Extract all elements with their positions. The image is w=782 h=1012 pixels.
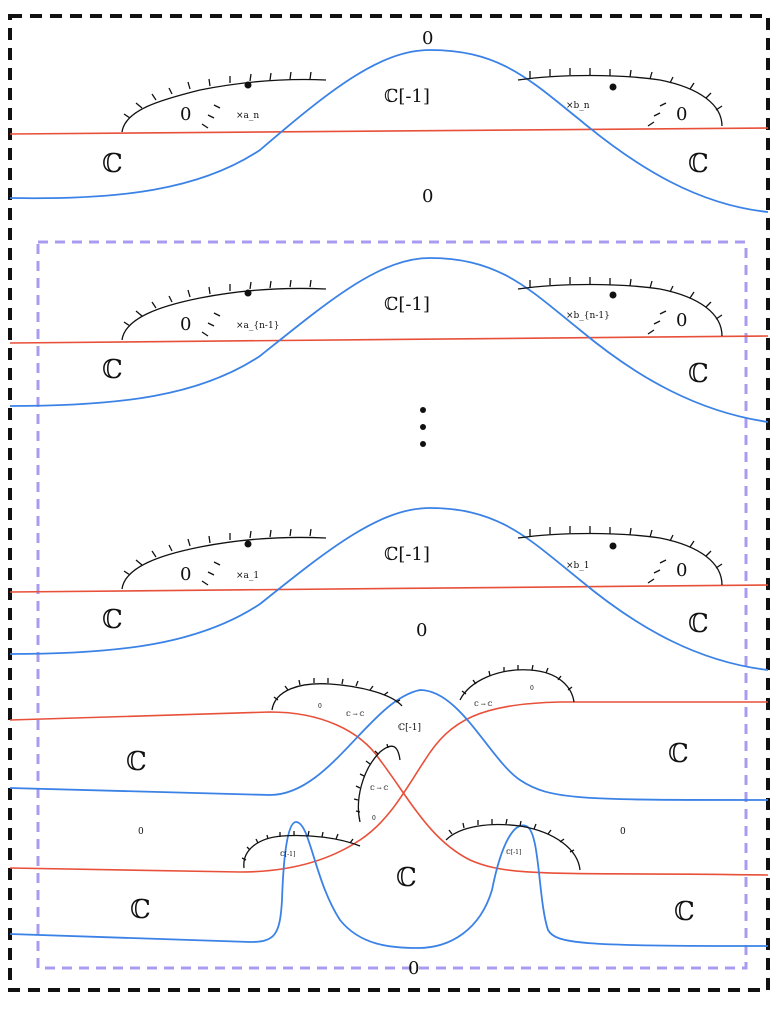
blob-bottom-upper-left-hairs — [273, 678, 401, 703]
panel-third: ℂ ℂ ℂ[-1] 0 0 0 ×a_1 ×b_1 — [9, 507, 769, 671]
left-blob-hairs-top — [123, 71, 312, 129]
zero-top-left-blob: 0 — [180, 104, 191, 125]
zero-bottom-blob-center: 0 — [372, 815, 376, 822]
map-label-top-left: ×a_n — [236, 111, 259, 121]
label-Cshift-bottom-left: ℂ[-1] — [280, 851, 295, 858]
label-C-bottom-lower-left: ℂ — [130, 895, 151, 925]
label-Cshift-top: ℂ[-1] — [384, 86, 430, 107]
blue-curve-third — [9, 507, 769, 671]
panel-top: ℂ ℂ ℂ[-1] 0 0 0 0 ×a_n ×b_n — [9, 28, 769, 213]
left-blob-top — [121, 78, 327, 133]
label-C-bottom-upper-right: ℂ — [668, 739, 689, 769]
left-blob-third — [121, 536, 327, 590]
zero-bottom-left: 0 — [138, 827, 144, 837]
dot-top-left — [244, 81, 252, 89]
right-blob-top — [517, 74, 723, 127]
label-C-bottom-center: ℂ — [396, 863, 417, 893]
blob-bottom-center-hairs — [353, 743, 389, 813]
red-curve-bottom-b — [9, 701, 768, 873]
map-label-top-right: ×b_n — [566, 101, 590, 111]
label-Cshift-third: ℂ[-1] — [384, 544, 430, 565]
red-curve-top — [9, 127, 769, 135]
right-blob-hairs-second — [529, 277, 723, 335]
blob-bottom-upper-right — [459, 669, 575, 703]
right-blob-third — [517, 532, 723, 586]
label-Cshift-second: ℂ[-1] — [384, 294, 430, 315]
left-blob-second — [121, 287, 327, 341]
zero-bottom-center: 0 — [408, 958, 419, 979]
map-label-bottom-upper-right: ℂ → ℂ — [474, 701, 493, 708]
map-label-bottom-center: ℂ → ℂ — [370, 785, 389, 792]
vertical-ellipsis — [420, 407, 426, 447]
map-label-bottom-upper-left: ℂ → ℂ — [346, 711, 365, 718]
blob-bottom-upper-right-hairs — [461, 664, 573, 695]
zero-second-right-blob: 0 — [676, 310, 687, 331]
right-blob-hairs-top — [529, 68, 723, 127]
label-C-bottom-upper-left: ℂ — [126, 747, 147, 777]
blob-bottom-lower-right-hairs — [448, 818, 575, 853]
zero-top-lower: 0 — [422, 186, 433, 207]
outer-dashed-border — [8, 14, 770, 992]
dot-top-right — [609, 83, 617, 91]
map-label-second-right: ×b_{n-1} — [566, 311, 610, 321]
label-Cshift-bottom: ℂ[-1] — [398, 723, 421, 733]
blue-curve-bottom-upper — [9, 689, 769, 801]
map-label-second-left: ×a_{n-1} — [236, 321, 279, 331]
zero-third-right-blob: 0 — [676, 560, 687, 581]
dot-third-right — [609, 542, 617, 550]
label-C-top-right: ℂ — [688, 149, 709, 179]
zero-bottom-blob-upper-left: 0 — [318, 703, 322, 710]
label-C-third-right: ℂ — [688, 609, 709, 639]
blue-curve-second — [9, 257, 769, 423]
blob-bottom-lower-left-hairs — [241, 830, 354, 861]
left-blob-hairs-third — [123, 528, 312, 586]
dot-second-right — [609, 291, 617, 299]
blob-bottom-center — [357, 745, 401, 823]
label-Cshift-bottom-right: ℂ[-1] — [506, 849, 521, 856]
label-C-top-left: ℂ — [102, 149, 123, 179]
label-C-second-right: ℂ — [688, 359, 709, 389]
blob-bottom-lower-left — [243, 834, 361, 869]
right-blob-second — [517, 283, 723, 337]
zero-top-right-blob: 0 — [676, 104, 687, 125]
red-curve-second — [9, 335, 769, 344]
zero-third-left-blob: 0 — [180, 564, 191, 585]
zero-second-left-blob: 0 — [180, 314, 191, 335]
red-curve-bottom-a — [9, 711, 769, 876]
red-curve-third — [9, 584, 769, 593]
blue-curve-bottom-lower — [9, 821, 769, 949]
panel-bottom: ℂ ℂ ℂ ℂ ℂ ℂ[-1] ℂ[-1] ℂ[-1] ℂ → ℂ ℂ → ℂ … — [9, 664, 769, 979]
map-label-third-right: ×b_1 — [566, 561, 590, 571]
zero-third-center: 0 — [416, 620, 427, 641]
dot-second-left — [244, 289, 252, 297]
dot-third-left — [244, 540, 252, 548]
inner-dashed-border — [36, 240, 748, 970]
label-C-bottom-lower-right: ℂ — [674, 897, 695, 927]
label-C-third-left: ℂ — [102, 605, 123, 635]
panel-second: ℂ ℂ ℂ[-1] 0 0 ×a_{n-1} ×b_{n-1} — [9, 257, 769, 423]
zero-top-upper: 0 — [422, 28, 433, 49]
blue-curve-top — [9, 49, 769, 213]
zero-bottom-right: 0 — [620, 827, 626, 837]
right-blob-hairs-third — [529, 526, 723, 584]
label-C-second-left: ℂ — [102, 355, 123, 385]
blob-bottom-upper-left — [271, 683, 403, 711]
left-blob-hairs-second — [123, 279, 312, 337]
zero-bottom-blob-upper-right: 0 — [530, 685, 534, 692]
map-label-third-left: ×a_1 — [236, 571, 259, 581]
